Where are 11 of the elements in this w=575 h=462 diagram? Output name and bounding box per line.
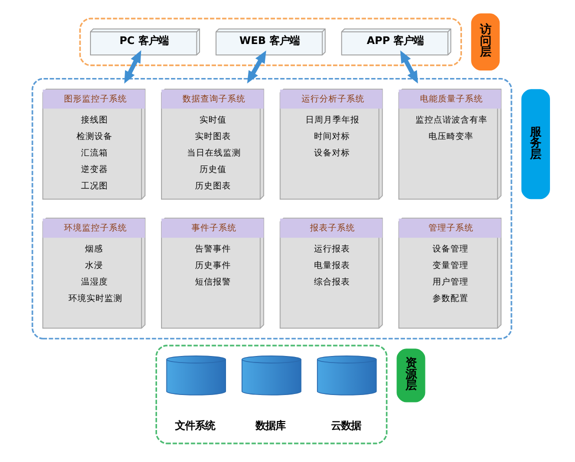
node-box: 资源层 [396,348,426,402]
node-box: 服务层 [521,89,550,200]
cluster [155,344,388,444]
node-label: 数据库 [255,420,286,432]
node-label: 文件系统 [174,420,215,432]
node-box: 访问层 [471,13,500,71]
node-label: 云数据 [330,420,361,432]
cluster [32,78,512,340]
arrow [400,50,418,84]
arrow [124,50,142,84]
arrow [247,50,266,84]
